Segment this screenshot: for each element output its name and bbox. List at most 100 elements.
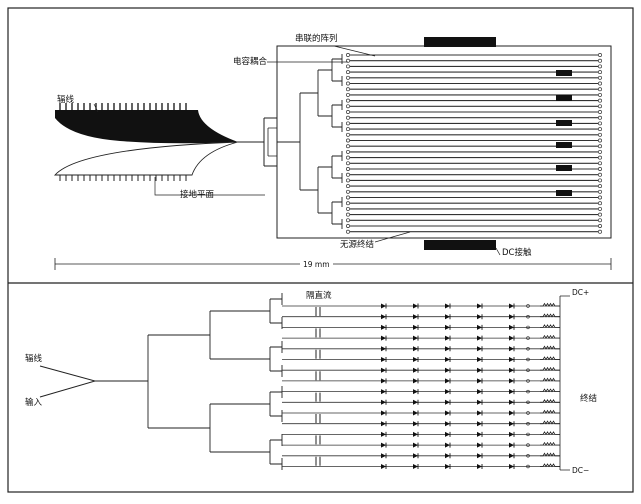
tree-leaf [270, 386, 283, 398]
coupling-loop [346, 206, 350, 211]
termination-resistor [540, 409, 560, 414]
termination-resistor [540, 302, 560, 307]
termination-resistor [540, 313, 560, 318]
termination-resistor [540, 431, 560, 436]
diode [445, 303, 450, 309]
termination-resistor [540, 388, 560, 393]
diode [509, 367, 514, 373]
inductor-loop [526, 379, 530, 383]
diode [381, 431, 386, 437]
tree-leaf [270, 410, 283, 422]
coupling-loop [346, 104, 350, 109]
termination-loop [598, 206, 602, 211]
termination-loop [598, 132, 602, 137]
inductor-loop [526, 368, 530, 372]
diode [381, 303, 386, 309]
tree-leaf [270, 365, 283, 377]
diode [445, 421, 450, 427]
diode [381, 442, 386, 448]
termination-loop [598, 218, 602, 223]
coupling-loop [346, 189, 350, 194]
tree-leaf [332, 76, 343, 86]
diode [509, 399, 514, 405]
diode [445, 335, 450, 341]
inductor-loop [526, 336, 530, 340]
diode [445, 357, 450, 362]
tree-branch [318, 156, 333, 178]
label-dc-minus: DC− [572, 466, 590, 475]
diode [445, 378, 450, 384]
tree-branch [210, 392, 271, 416]
inductor-loop [526, 443, 530, 447]
diode [445, 389, 450, 395]
tree-leaf [332, 151, 343, 161]
leader-series [333, 45, 376, 57]
diode [477, 335, 482, 341]
coupling-loop [346, 161, 350, 166]
termination-pads [556, 70, 572, 196]
termination-loop [598, 167, 602, 171]
inductor-loop [526, 454, 530, 458]
diode [381, 389, 386, 395]
coupling-loop [346, 201, 350, 206]
termination-loop [598, 161, 602, 166]
diode [445, 324, 450, 330]
diode [381, 357, 386, 362]
feed-bracket [263, 117, 277, 167]
inductor-loop [526, 464, 530, 469]
tree-branch [210, 347, 271, 371]
termination-loop [598, 138, 602, 143]
termination-loop [598, 155, 602, 160]
small-pad [556, 190, 572, 196]
diode [445, 367, 450, 373]
termination-resistor [540, 463, 560, 468]
termination-loop [598, 92, 602, 97]
coupling-loop [346, 115, 350, 120]
coupling-loop [346, 81, 350, 86]
diode [509, 410, 514, 416]
diode [413, 314, 418, 320]
dipole-upper-teeth [59, 103, 187, 110]
diode [413, 431, 418, 437]
termination-resistor [540, 356, 560, 361]
termination-loop [598, 98, 602, 103]
coupling-loop [346, 224, 350, 228]
diode [509, 378, 514, 384]
coupling-loop [346, 167, 350, 171]
termination-loop [598, 195, 602, 200]
tree-branch [210, 440, 271, 464]
tree-branch [300, 167, 319, 213]
diode [477, 442, 482, 448]
coupling-loop [346, 149, 350, 154]
diode [381, 464, 386, 469]
diode [509, 442, 514, 448]
termination-loop [598, 149, 602, 154]
tree-leaf [270, 341, 283, 353]
label-input: 输入 [25, 398, 43, 408]
coupling-loop [346, 138, 350, 143]
small-pad [556, 142, 572, 148]
termination-loop [598, 212, 602, 217]
termination-resistor [540, 345, 560, 350]
coupling-loop [346, 87, 350, 92]
coupling-loop [346, 229, 350, 234]
leader-termination [374, 231, 411, 243]
diode [381, 378, 386, 384]
diode [445, 399, 450, 405]
diode [381, 367, 386, 373]
diode [477, 303, 482, 309]
diode [509, 303, 514, 309]
label-dc-block: 隔直流 [306, 291, 332, 301]
termination-loop [598, 184, 602, 189]
diode [413, 378, 418, 384]
tree-leaf [332, 54, 343, 64]
termination-loop [598, 172, 602, 177]
coupling-loop [346, 64, 350, 69]
tree-trunk [95, 335, 149, 428]
diode [477, 399, 482, 405]
coupling-loop [346, 184, 350, 189]
inductor-loop [526, 422, 530, 426]
inductor-loop [526, 411, 530, 415]
diode [477, 324, 482, 330]
termination-resistor [540, 324, 560, 329]
